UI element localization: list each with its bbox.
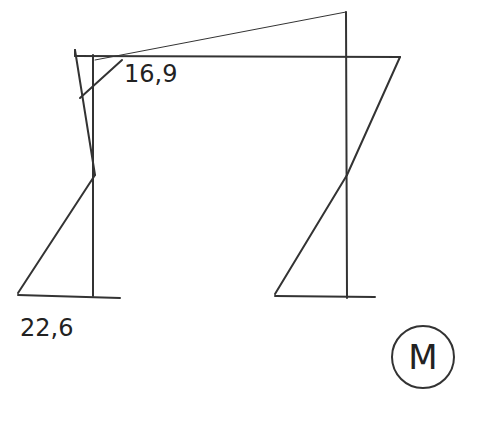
right-base xyxy=(275,296,375,297)
circled-symbol: M xyxy=(390,324,456,390)
moment-value: 22,6 xyxy=(20,316,73,340)
left-base xyxy=(18,295,120,298)
symbol-text: M xyxy=(408,340,437,374)
tick-mark xyxy=(80,60,122,98)
moment-line xyxy=(95,12,346,60)
moment-line xyxy=(74,50,76,56)
moment-value: 16,9 xyxy=(124,62,177,86)
beam xyxy=(75,56,400,57)
moment-line xyxy=(275,175,347,294)
moment-line xyxy=(18,175,95,293)
right-column xyxy=(346,12,347,298)
moment-line xyxy=(347,57,400,175)
moment-line xyxy=(75,50,95,175)
